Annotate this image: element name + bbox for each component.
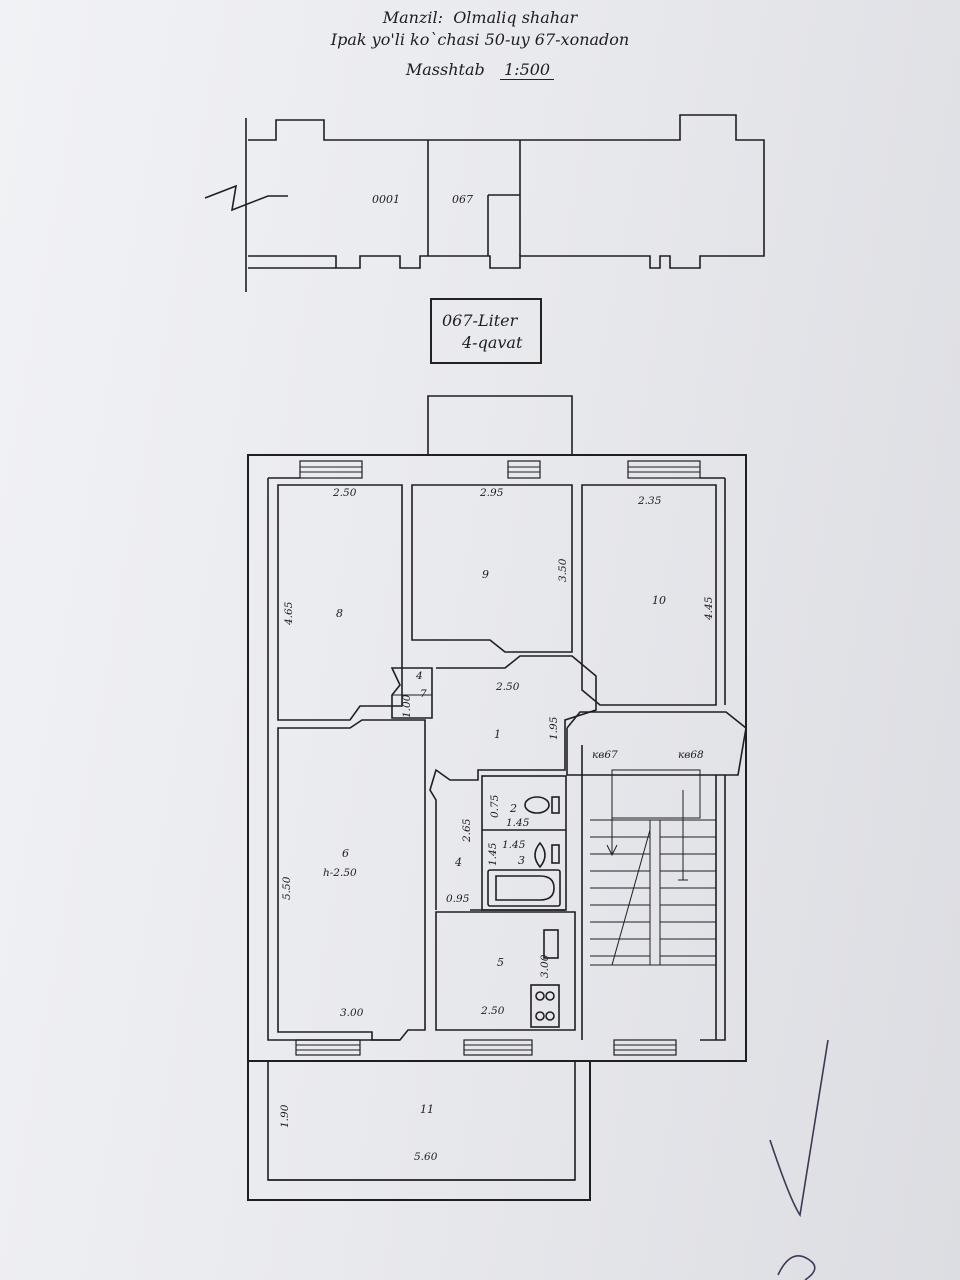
r11-number: 11: [420, 1103, 434, 1116]
address-line-2: Ipak yo'li ko`chasi 50-uy 67-xonadon: [0, 30, 960, 49]
r4-width: 0.95: [446, 893, 470, 905]
check-mark: [769, 1039, 829, 1218]
site-plan: [204, 114, 765, 292]
scale-label: Masshtab: [405, 60, 485, 79]
r5-number: 5: [497, 956, 504, 969]
r1-width: 2.50: [495, 681, 520, 693]
r6-height-label: h-2.50: [323, 867, 357, 879]
r3-width: 1.45: [502, 839, 526, 851]
liter-box: 067-Liter 4-qavat: [430, 298, 542, 364]
kv67-label: кв67: [592, 749, 618, 761]
stair-hall-outline: [566, 711, 747, 1040]
r6-width: 3.00: [340, 1007, 364, 1019]
r10-width: 2.35: [637, 495, 662, 507]
liter-label: 067-Liter: [442, 311, 518, 330]
r2-height: 0.75: [489, 794, 501, 818]
r7-dim: 1.00: [401, 694, 413, 718]
r3-number: 3: [518, 854, 525, 867]
r8-number: 8: [336, 607, 343, 620]
closet-7-outline: [390, 667, 433, 719]
stair-flights: [590, 769, 716, 966]
bottom-windows: [295, 1039, 677, 1056]
address-line-1: Manzil: Olmaliq shahar: [0, 8, 960, 27]
corridor-1-outline: [429, 655, 597, 910]
r5-height: 3.00: [539, 954, 551, 978]
scale-value: 1:500: [500, 60, 555, 80]
top-windows: [299, 460, 701, 479]
address-label: Manzil:: [382, 8, 444, 27]
r6-number: 6: [342, 847, 349, 860]
r8-height: 4.65: [283, 601, 295, 626]
r2-number: 2: [509, 802, 517, 815]
room-8-outline: [277, 484, 403, 721]
r8-width: 2.50: [332, 487, 357, 499]
r1-number: 1: [494, 728, 501, 741]
address-street: Ipak yo'li ko`chasi 50-uy 67-xonadon: [330, 30, 630, 49]
address-city: Olmaliq shahar: [453, 8, 578, 27]
signature-mark: [777, 1255, 816, 1280]
r9-width: 2.95: [479, 487, 504, 499]
r9-height: 3.50: [557, 558, 569, 582]
r3-height: 1.45: [487, 842, 499, 866]
r11-depth: 1.90: [279, 1104, 291, 1128]
kv68-label: кв68: [678, 749, 704, 761]
labels: 0001 067 2.50 4.65 8 2.95 3.50 9 2.35 4.…: [279, 193, 715, 1163]
r4-height: 2.65: [461, 818, 473, 843]
room-10-outline: [581, 484, 717, 706]
room-6-outline: [277, 719, 426, 1041]
r6-depth: 5.50: [281, 876, 293, 900]
r9-number: 9: [482, 568, 489, 581]
r7-small: 4: [415, 670, 423, 682]
scale-line: Masshtab 1:500: [0, 60, 960, 80]
kitchen-5-outline: [435, 911, 576, 1031]
r5-width: 2.50: [480, 1005, 505, 1017]
r10-number: 10: [652, 594, 666, 607]
floor-label: 4-qavat: [462, 333, 523, 352]
r4-number: 4: [454, 856, 462, 869]
r10-height: 4.45: [703, 596, 715, 621]
room-9-outline: [411, 484, 573, 653]
r7-number: 7: [420, 688, 427, 700]
balcony-outline: [247, 1061, 591, 1201]
site-label-right: 067: [452, 193, 473, 206]
floor-plan: [247, 395, 747, 1201]
r11-width: 5.60: [414, 1151, 438, 1163]
r1-height: 1.95: [548, 716, 560, 740]
site-label-left: 0001: [372, 193, 400, 206]
r2-width: 1.45: [506, 817, 530, 829]
